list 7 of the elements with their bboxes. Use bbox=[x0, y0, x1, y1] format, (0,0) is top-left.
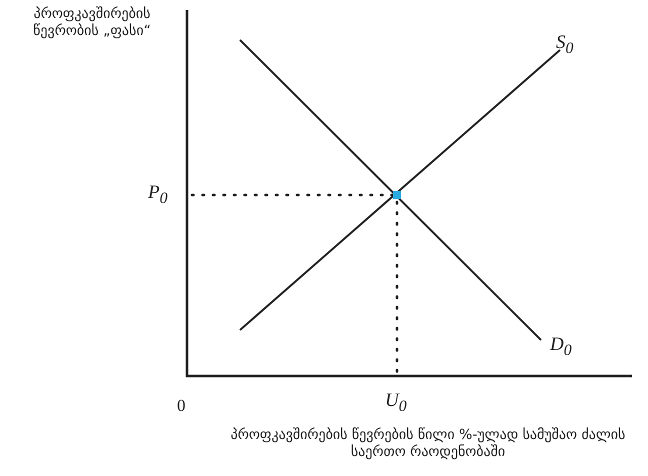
origin-label: 0 bbox=[177, 396, 186, 416]
axis-value-label: U$_{0}$ bbox=[385, 390, 407, 417]
axis-title: პროფკავშირების წევრობის „ფასი“ bbox=[32, 6, 152, 40]
axis-title: პროფკავშირების წევრების წილი %-ულად სამუშაო ძალის საერთო რაოდენობაში bbox=[230, 427, 626, 461]
curve-label: S$_{0}$ bbox=[556, 32, 574, 59]
axis-value-label: P$_{0}$ bbox=[148, 182, 168, 209]
curve-label: D$_{0}$ bbox=[550, 334, 572, 361]
